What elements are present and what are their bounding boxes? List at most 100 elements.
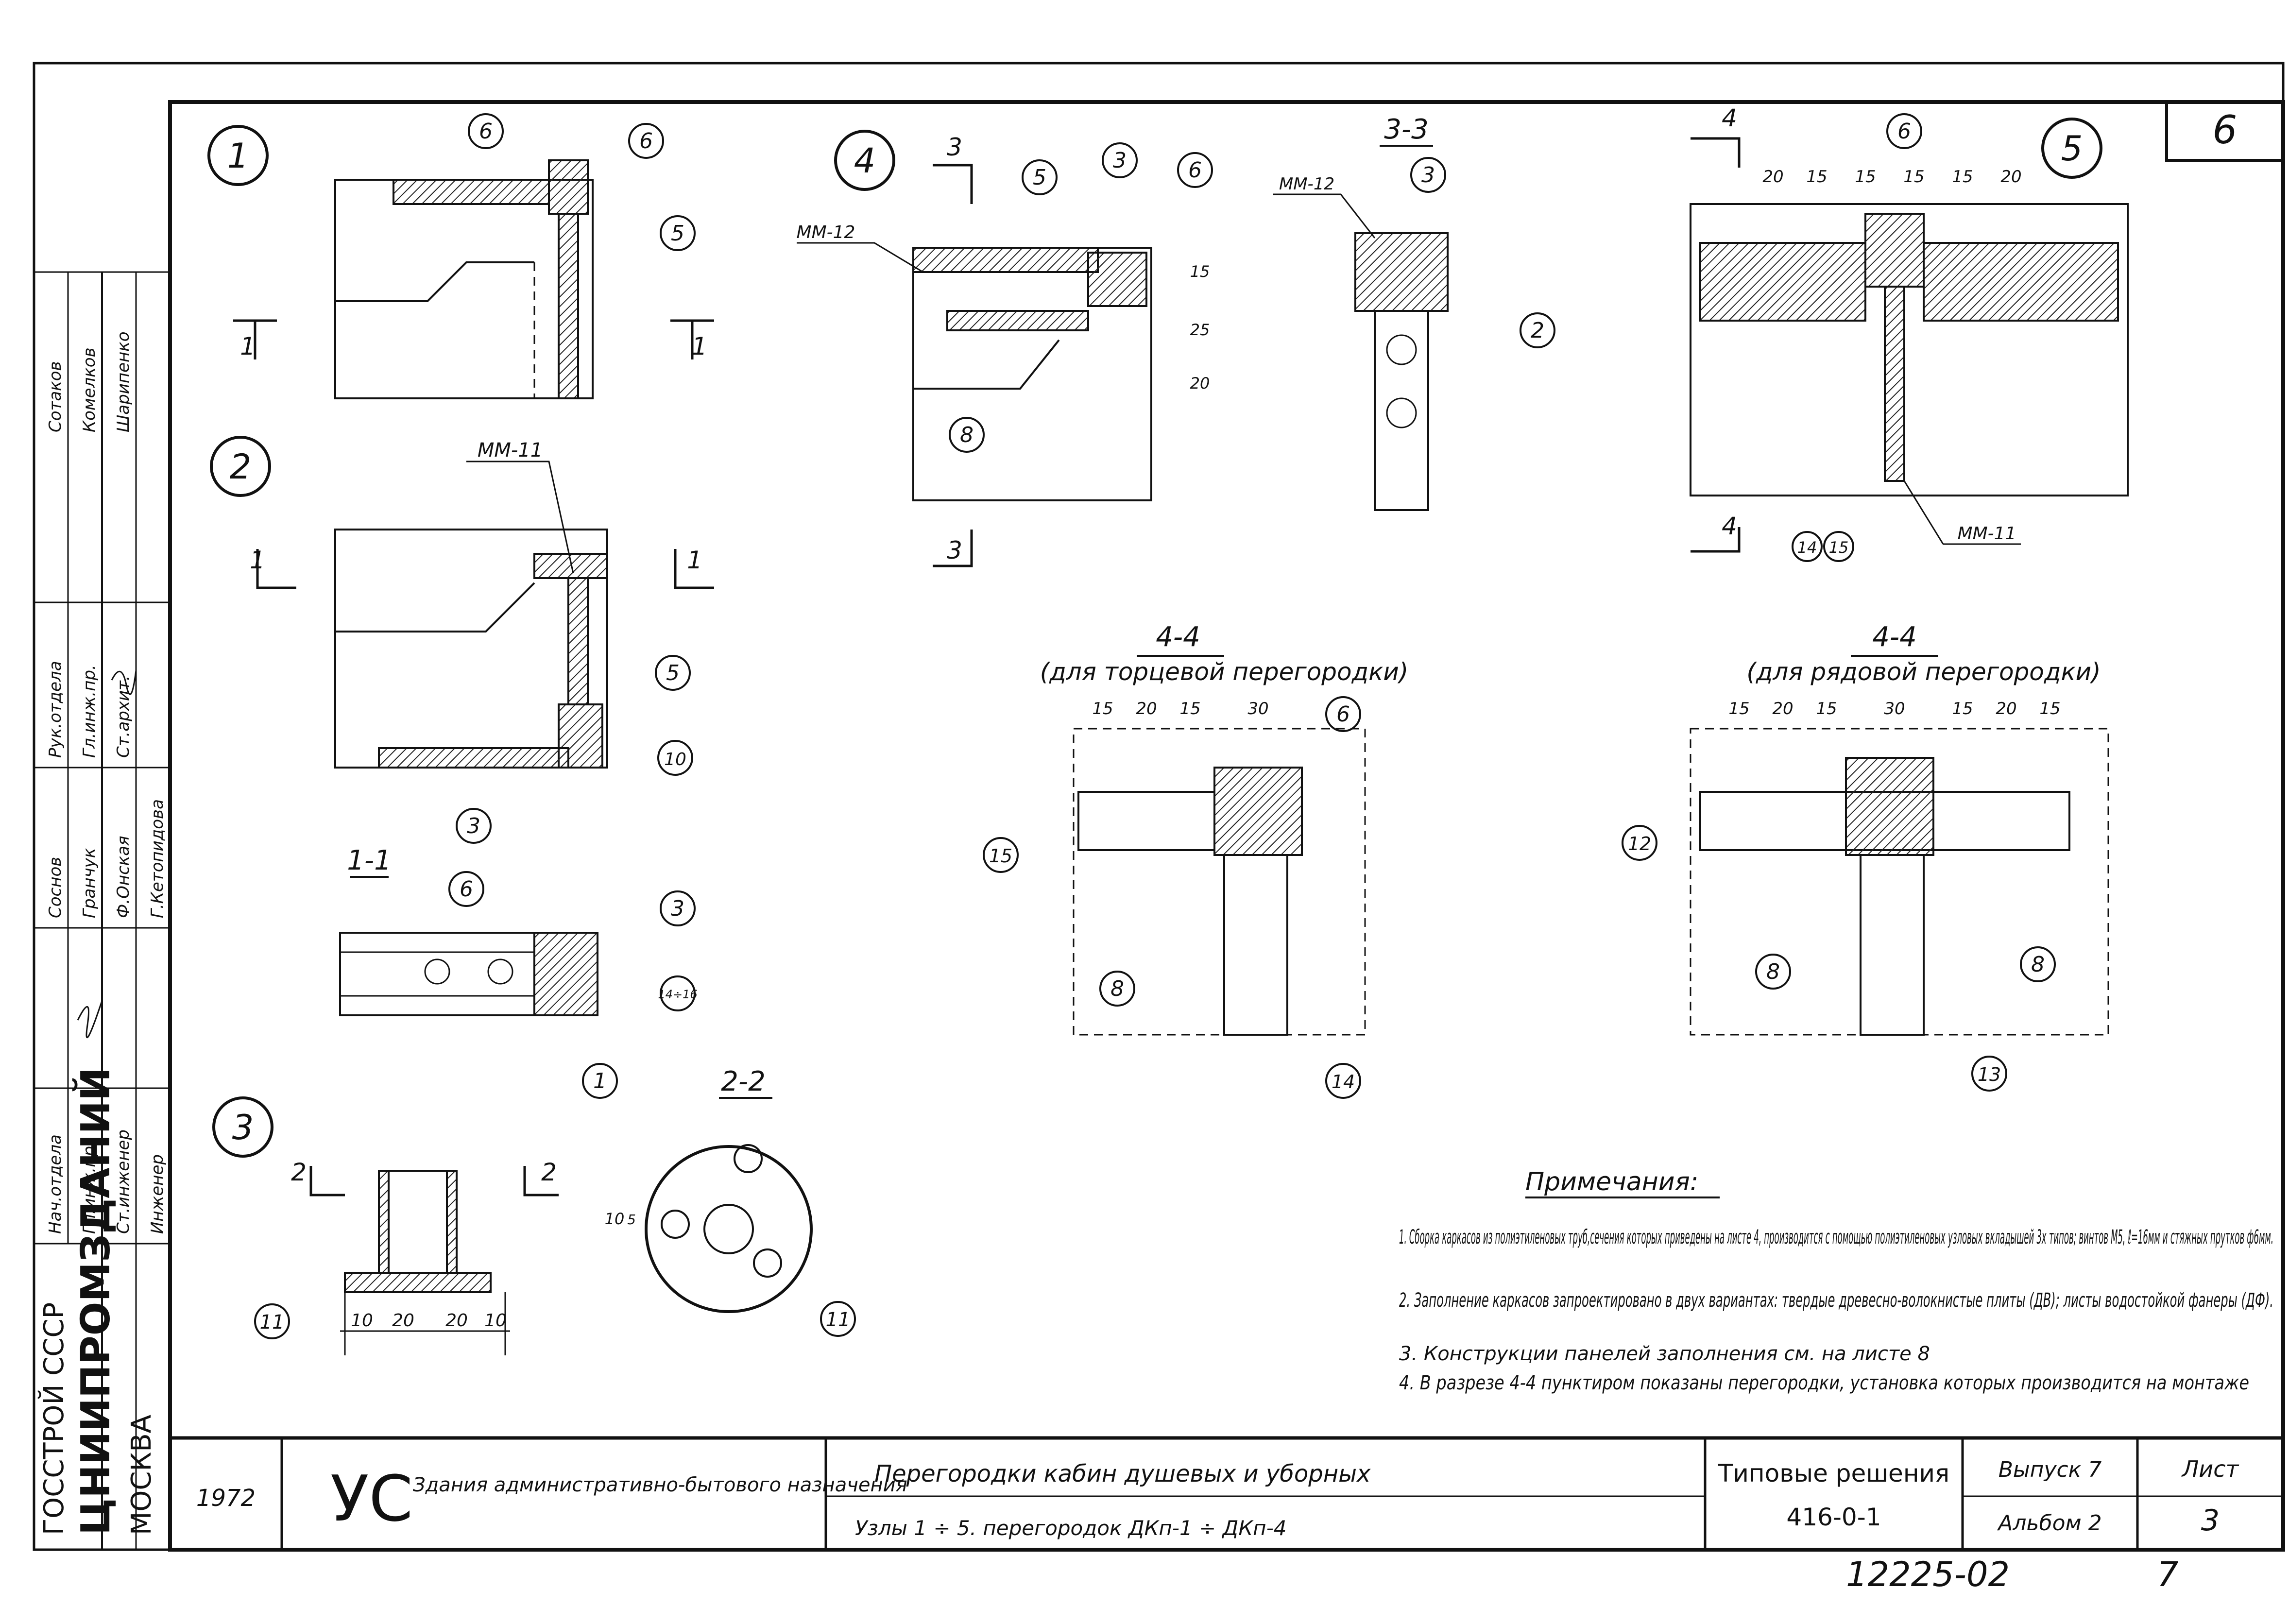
svg-text:20: 20 bbox=[1190, 374, 1210, 393]
svg-text:(для торцевой перегородки): (для торцевой перегородки) bbox=[1040, 658, 1409, 686]
svg-text:Г.Кетопидова: Г.Кетопидова bbox=[148, 799, 167, 918]
svg-text:15: 15 bbox=[1728, 699, 1749, 718]
svg-text:10: 10 bbox=[351, 1311, 373, 1331]
svg-text:Инженер: Инженер bbox=[148, 1154, 167, 1234]
svg-text:2-2: 2-2 bbox=[721, 1066, 765, 1097]
svg-text:14: 14 bbox=[1332, 1071, 1355, 1093]
svg-text:5: 5 bbox=[666, 661, 680, 685]
title-building-type: Здания административно-бытового назначен… bbox=[413, 1474, 907, 1496]
section-1-1-view: 1-1 6 3 14÷16 1 bbox=[339, 845, 698, 1099]
svg-text:5: 5 bbox=[671, 221, 684, 246]
section-2-2-view: 2-2 10 5 11 bbox=[605, 1066, 856, 1337]
svg-text:Ф.Онская: Ф.Онская bbox=[114, 836, 133, 918]
svg-text:6: 6 bbox=[1188, 158, 1202, 183]
title-sheet-label: Лист bbox=[2181, 1456, 2239, 1482]
svg-text:4: 4 bbox=[1722, 512, 1737, 540]
svg-text:4-4: 4-4 bbox=[1156, 621, 1200, 653]
node-2-view: 2 ММ-11 5 10 3 1 1 bbox=[210, 436, 714, 844]
title-series-label: Типовые решения bbox=[1718, 1459, 1949, 1487]
svg-text:2: 2 bbox=[1531, 318, 1544, 343]
svg-text:6: 6 bbox=[460, 877, 473, 902]
title-logo: УС bbox=[330, 1462, 413, 1536]
svg-text:3: 3 bbox=[232, 1108, 254, 1147]
svg-text:20: 20 bbox=[1996, 699, 2016, 718]
notes: Примечания: 1. Сборка каркасов из полиэт… bbox=[1399, 1167, 2273, 1394]
svg-text:ММ-11: ММ-11 bbox=[478, 439, 543, 462]
svg-text:3: 3 bbox=[1421, 163, 1435, 188]
node-4-view: 4 3 3 ММ-12 15 25 20 5 3 6 8 bbox=[797, 130, 1213, 567]
svg-text:11: 11 bbox=[260, 1311, 285, 1333]
svg-text:4: 4 bbox=[1722, 104, 1737, 132]
svg-text:2: 2 bbox=[291, 1158, 307, 1186]
svg-text:15: 15 bbox=[1806, 167, 1827, 187]
svg-text:1: 1 bbox=[227, 136, 249, 176]
svg-text:2: 2 bbox=[541, 1158, 557, 1186]
stamp-org-city: МОСКВА bbox=[126, 1415, 157, 1535]
svg-text:20: 20 bbox=[1136, 699, 1157, 718]
svg-text:25: 25 bbox=[1190, 321, 1210, 339]
svg-text:Соснов: Соснов bbox=[46, 857, 65, 918]
svg-text:30: 30 bbox=[1247, 699, 1268, 718]
svg-text:Ст.инженер: Ст.инженер bbox=[114, 1129, 133, 1234]
svg-text:3: 3 bbox=[1113, 148, 1127, 173]
svg-text:3: 3 bbox=[947, 133, 962, 161]
node-3-view: 3 10 20 20 10 11 2 2 bbox=[212, 1096, 559, 1355]
svg-text:15: 15 bbox=[989, 845, 1012, 867]
svg-text:10: 10 bbox=[605, 1210, 625, 1228]
svg-text:8: 8 bbox=[1110, 976, 1124, 1001]
section-4-4-row-view: 4-4 (для рядовой перегородки) 15 20 15 3… bbox=[1622, 621, 2109, 1092]
svg-text:11: 11 bbox=[826, 1309, 851, 1331]
title-sheet-number: 3 bbox=[2201, 1504, 2220, 1538]
svg-text:5: 5 bbox=[1033, 165, 1046, 190]
svg-text:1: 1 bbox=[687, 546, 702, 574]
svg-text:8: 8 bbox=[960, 423, 974, 447]
svg-text:20: 20 bbox=[392, 1311, 414, 1331]
corner-number: 6 bbox=[2213, 107, 2238, 153]
note-3: 3. Конструкции панелей заполнения см. на… bbox=[1399, 1343, 1930, 1365]
svg-text:Гл.инж.пр.: Гл.инж.пр. bbox=[80, 1141, 99, 1234]
svg-text:Ст.архит.: Ст.архит. bbox=[114, 675, 133, 758]
svg-text:1: 1 bbox=[692, 332, 707, 360]
svg-text:5: 5 bbox=[627, 1212, 636, 1228]
svg-text:10: 10 bbox=[664, 750, 686, 769]
svg-text:6: 6 bbox=[639, 129, 653, 154]
note-4: 4. В разрезе 4-4 пунктиром показаны пере… bbox=[1399, 1372, 2249, 1394]
svg-text:15: 15 bbox=[1092, 699, 1113, 718]
svg-text:6: 6 bbox=[1897, 119, 1911, 144]
svg-text:8: 8 bbox=[2031, 952, 2045, 977]
svg-text:12: 12 bbox=[1628, 833, 1651, 855]
sheet-frame bbox=[33, 62, 2285, 1552]
svg-text:ММ-11: ММ-11 bbox=[1958, 524, 2016, 544]
note-2: 2. Заполнение каркасов запроектировано в… bbox=[1399, 1289, 2273, 1312]
svg-text:1-1: 1-1 bbox=[347, 845, 391, 876]
svg-text:4-4: 4-4 bbox=[1872, 621, 1916, 653]
svg-text:6: 6 bbox=[479, 119, 493, 144]
section-4-4-end-view: 4-4 (для торцевой перегородки) 15 20 15 … bbox=[983, 621, 1409, 1099]
svg-text:Сотаков: Сотаков bbox=[46, 361, 65, 432]
svg-text:3: 3 bbox=[671, 896, 684, 921]
svg-text:13: 13 bbox=[1978, 1064, 2001, 1085]
svg-text:6: 6 bbox=[1336, 702, 1350, 727]
svg-text:3: 3 bbox=[467, 814, 480, 838]
svg-text:15: 15 bbox=[2039, 699, 2060, 718]
svg-text:15: 15 bbox=[1179, 699, 1200, 718]
svg-text:20: 20 bbox=[445, 1311, 468, 1331]
svg-text:Комелков: Комелков bbox=[80, 347, 99, 432]
svg-text:20: 20 bbox=[2000, 167, 2021, 187]
node-1-view: 1 6 6 5 1 1 bbox=[207, 113, 714, 399]
svg-text:20: 20 bbox=[1762, 167, 1783, 187]
stamp-org-logo: ЦНИИПРОМЗДАНИЙ bbox=[72, 1067, 119, 1535]
title-year: 1972 bbox=[196, 1485, 256, 1512]
bottom-page: 7 bbox=[2157, 1555, 2179, 1594]
title-line-2: Узлы 1 ÷ 5. перегородок ДКп-1 ÷ ДКп-4 bbox=[855, 1516, 1287, 1540]
svg-text:14÷16: 14÷16 bbox=[658, 988, 697, 1001]
note-1: 1. Сборка каркасов из полиэтиленовых тру… bbox=[1399, 1226, 2273, 1248]
title-issue: Выпуск 7 bbox=[1999, 1457, 2101, 1482]
title-line-1: Перегородки кабин душевых и уборных bbox=[874, 1460, 1371, 1487]
svg-text:ММ-12: ММ-12 bbox=[797, 222, 855, 242]
svg-text:2: 2 bbox=[230, 447, 252, 487]
title-series-number: 416-0-1 bbox=[1786, 1503, 1881, 1531]
svg-text:15: 15 bbox=[1952, 167, 1973, 187]
svg-text:(для рядовой перегородки): (для рядовой перегородки) bbox=[1746, 658, 2101, 686]
